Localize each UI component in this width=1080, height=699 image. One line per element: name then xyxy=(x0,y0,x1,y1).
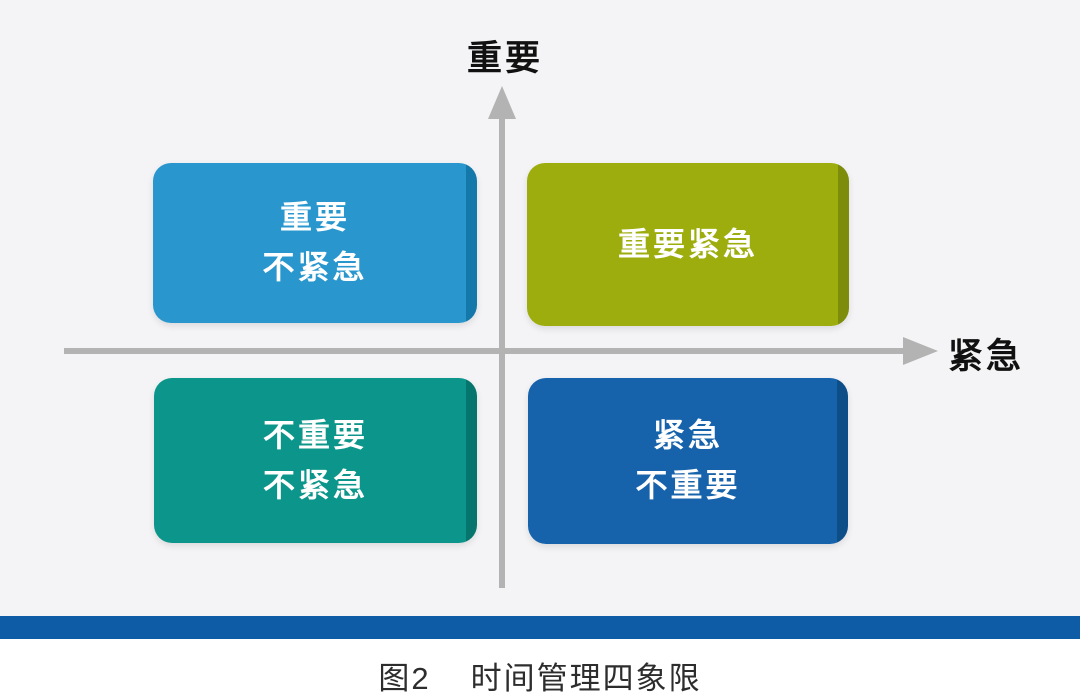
figure-title: 时间管理四象限 xyxy=(470,660,702,696)
quadrant-important-urgent: 重要紧急 xyxy=(527,163,849,326)
quadrant-label-line: 不紧急 xyxy=(262,466,368,503)
x-axis-label: 紧急 xyxy=(948,337,1025,376)
quadrant-label-line: 不重要 xyxy=(262,416,368,453)
x-axis-arrowhead-icon xyxy=(903,337,938,365)
quadrant-important-not-urgent: 重要 不紧急 xyxy=(153,163,477,323)
quadrant-label-line: 重要紧急 xyxy=(617,225,758,262)
bottom-divider-bar xyxy=(0,616,1080,639)
quadrant-label-line: 紧急 xyxy=(652,417,723,454)
quadrant-label-line: 重要 xyxy=(279,199,350,236)
y-axis-label: 重要 xyxy=(466,39,543,78)
quadrant-label-line: 不重要 xyxy=(635,467,741,503)
figure-caption: 图2 时间管理四象限 xyxy=(0,639,1080,699)
quadrant-not-important-not-urgent: 不重要 不紧急 xyxy=(154,378,477,543)
x-axis-line xyxy=(64,348,906,354)
quadrant-label-line: 不紧急 xyxy=(262,249,368,285)
figure-number: 图2 xyxy=(378,660,431,696)
quadrant-urgent-not-important: 紧急 不重要 xyxy=(528,378,848,544)
